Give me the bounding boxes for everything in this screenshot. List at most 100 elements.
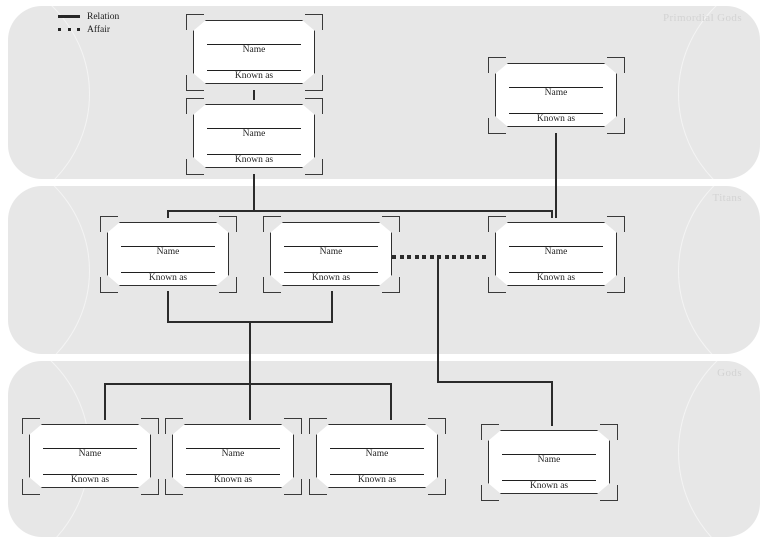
corner-bracket-bottom-left-icon [309,479,327,495]
legend-item-affair: Affair [58,24,119,35]
band-label-primordial-gods: Primordial Gods [662,12,742,24]
card-body [270,222,392,286]
corner-bracket-top-left-icon [22,418,40,434]
band-arc-decoration-left [8,186,90,354]
card-ornament-frame [488,216,625,293]
corner-bracket-top-right-icon [607,57,625,73]
corner-bracket-bottom-right-icon [382,277,400,293]
relation-line-titan1-down [167,291,169,322]
band-label-titans: Titans [712,192,742,204]
person-card-primordial-1[interactable]: Name Known as [186,14,323,91]
corner-bracket-bottom-left-icon [488,277,506,293]
affair-offspring-line-drop-god4 [551,381,553,426]
card-ornament-frame [263,216,400,293]
card-ornament-frame [186,14,323,91]
corner-bracket-top-left-icon [309,418,327,434]
person-card-titan-2[interactable]: Name Known as [263,216,400,293]
band-primordial-gods: Primordial Gods [8,6,760,179]
corner-bracket-top-left-icon [488,216,506,232]
corner-bracket-bottom-left-icon [263,277,281,293]
legend-item-relation: Relation [58,11,119,22]
person-card-titan-3[interactable]: Name Known as [488,216,625,293]
dotted-line-icon [58,28,80,31]
card-body [172,424,294,488]
corner-bracket-top-right-icon [600,424,618,440]
corner-bracket-bottom-right-icon [305,75,323,91]
relation-line-bus-god2 [249,383,251,420]
legend-label-affair: Affair [87,24,111,35]
card-body [193,104,315,168]
corner-bracket-top-left-icon [165,418,183,434]
corner-bracket-bottom-right-icon [607,277,625,293]
card-ornament-frame [481,424,618,501]
corner-bracket-top-right-icon [607,216,625,232]
corner-bracket-top-left-icon [186,14,204,30]
corner-bracket-bottom-left-icon [165,479,183,495]
corner-bracket-bottom-left-icon [100,277,118,293]
corner-bracket-bottom-left-icon [22,479,40,495]
card-body [495,222,617,286]
band-arc-decoration-right [678,186,760,354]
relation-line-primordial2-titanbus [253,174,255,211]
card-ornament-frame [488,57,625,134]
corner-bracket-bottom-right-icon [219,277,237,293]
relation-line-titan2-down [331,291,333,322]
corner-bracket-top-right-icon [284,418,302,434]
relation-line-primordial1-primordial2 [253,90,255,100]
card-body [488,430,610,494]
corner-bracket-top-right-icon [382,216,400,232]
corner-bracket-bottom-left-icon [186,75,204,91]
corner-bracket-bottom-right-icon [141,479,159,495]
person-card-primordial-3[interactable]: Name Known as [488,57,625,134]
corner-bracket-bottom-right-icon [607,118,625,134]
corner-bracket-top-right-icon [305,98,323,114]
card-body [316,424,438,488]
corner-bracket-top-left-icon [100,216,118,232]
corner-bracket-top-right-icon [219,216,237,232]
relation-bus-gods [104,383,392,385]
card-body [29,424,151,488]
card-ornament-frame [100,216,237,293]
corner-bracket-bottom-right-icon [284,479,302,495]
relation-line-bus-god3 [390,383,392,420]
card-ornament-frame [186,98,323,175]
affair-offspring-line-vertical [437,258,439,383]
relation-line-bus-titan1 [167,210,169,218]
legend-label-relation: Relation [87,11,120,22]
relation-line-bus-titan3 [551,210,553,218]
card-body [495,63,617,127]
corner-bracket-top-right-icon [305,14,323,30]
person-card-god-4[interactable]: Name Known as [481,424,618,501]
person-card-titan-1[interactable]: Name Known as [100,216,237,293]
corner-bracket-bottom-left-icon [488,118,506,134]
band-label-gods: Gods [717,367,742,379]
person-card-god-2[interactable]: Name Known as [165,418,302,495]
card-body [193,20,315,84]
card-ornament-frame [22,418,159,495]
band-arc-decoration-right [678,361,760,537]
corner-bracket-bottom-left-icon [481,485,499,501]
solid-line-icon [58,15,80,18]
affair-line-titan2-titan3 [392,255,486,259]
corner-bracket-bottom-right-icon [305,159,323,175]
card-ornament-frame [309,418,446,495]
relation-line-bus-god1 [104,383,106,420]
card-body [107,222,229,286]
corner-bracket-bottom-right-icon [428,479,446,495]
corner-bracket-top-right-icon [141,418,159,434]
corner-bracket-top-left-icon [488,57,506,73]
corner-bracket-top-left-icon [481,424,499,440]
person-card-god-1[interactable]: Name Known as [22,418,159,495]
card-ornament-frame [165,418,302,495]
relation-line-primordial3-titan3 [555,133,557,218]
corner-bracket-top-right-icon [428,418,446,434]
person-card-primordial-2[interactable]: Name Known as [186,98,323,175]
band-arc-decoration-right [678,6,760,179]
legend: Relation Affair [58,11,119,37]
corner-bracket-top-left-icon [186,98,204,114]
person-card-god-3[interactable]: Name Known as [309,418,446,495]
corner-bracket-bottom-left-icon [186,159,204,175]
corner-bracket-bottom-right-icon [600,485,618,501]
relation-line-couple-godsbus [249,321,251,384]
